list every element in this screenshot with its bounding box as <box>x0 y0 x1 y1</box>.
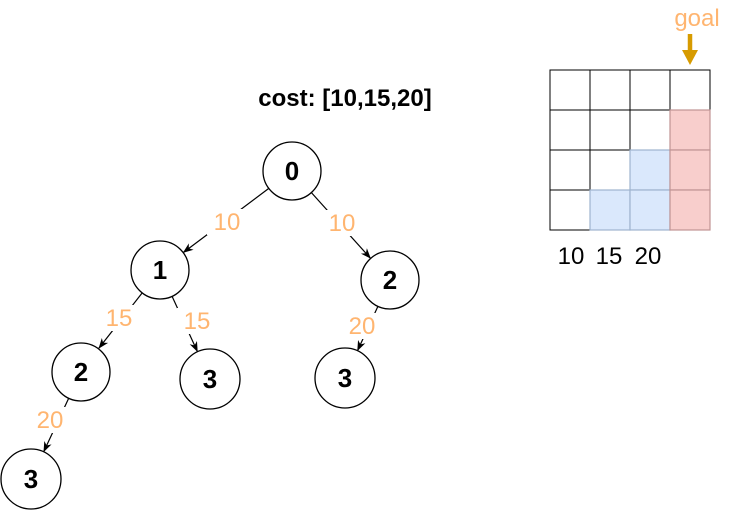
node-label: 3 <box>24 464 38 494</box>
grid-cell <box>549 149 591 191</box>
grid-cell <box>589 109 631 151</box>
grid-cell-visited <box>589 189 631 231</box>
grid-cell <box>589 69 631 111</box>
grid-column-label: 15 <box>596 243 623 270</box>
node-label: 0 <box>285 156 299 186</box>
grid-cell-goal <box>669 109 711 151</box>
grid-cell-goal <box>669 149 711 191</box>
edge-cost-label: 15 <box>177 308 217 335</box>
node-label: 2 <box>383 265 397 295</box>
goal-annotation: goal <box>674 5 720 65</box>
grid-cell <box>629 69 671 111</box>
goal-arrow-head <box>682 50 698 65</box>
node-circle <box>360 250 420 310</box>
tree-node-3-middle-leaf: 3 <box>179 348 241 410</box>
goal-label: goal <box>674 5 719 32</box>
node-label: 1 <box>153 255 167 285</box>
grid-cell <box>549 189 591 231</box>
tree-node-3-bottom-leaf: 3 <box>0 448 62 510</box>
node-circle <box>314 347 376 409</box>
search-tree: 10 10 15 15 20 20 <box>0 141 420 510</box>
grid-cell-visited <box>629 189 671 231</box>
node-circle <box>51 342 111 402</box>
node-circle <box>130 240 190 300</box>
node-label: 3 <box>203 364 217 394</box>
edge-cost-text: 10 <box>329 210 356 237</box>
edge-cost-text: 10 <box>214 209 241 236</box>
grid-cell <box>549 109 591 151</box>
node-label: 3 <box>338 363 352 393</box>
tree-node-2-left: 2 <box>51 342 111 402</box>
grid-column-label: 20 <box>635 243 662 270</box>
climb-grid: 10 15 20 <box>549 69 711 270</box>
edge-cost-label: 20 <box>30 407 70 434</box>
node-circle <box>0 448 62 510</box>
node-label: 2 <box>74 357 88 387</box>
cost-array-title: cost: [10,15,20] <box>258 85 431 112</box>
grid-cell-goal <box>669 189 711 231</box>
grid-cell <box>669 69 711 111</box>
grid-cell <box>589 149 631 191</box>
tree-node-1: 1 <box>130 240 190 300</box>
tree-node-root: 0 <box>262 141 322 201</box>
grid-cell-visited <box>629 149 671 191</box>
edge-cost-label: 20 <box>342 313 382 340</box>
grid-cell <box>629 109 671 151</box>
grid-cell <box>549 69 591 111</box>
edge-cost-text: 20 <box>37 407 64 434</box>
edge-cost-text: 15 <box>184 308 211 335</box>
node-circle <box>262 141 322 201</box>
edge-cost-text: 15 <box>106 305 133 332</box>
node-circle <box>179 348 241 410</box>
edge-cost-label: 10 <box>207 209 247 236</box>
grid-column-label: 10 <box>558 243 585 270</box>
edge-cost-text: 20 <box>349 313 376 340</box>
edge-cost-label: 10 <box>322 210 362 237</box>
edge-cost-label: 15 <box>99 305 139 332</box>
tree-node-3-right-leaf: 3 <box>314 347 376 409</box>
tree-node-2-right: 2 <box>360 250 420 310</box>
